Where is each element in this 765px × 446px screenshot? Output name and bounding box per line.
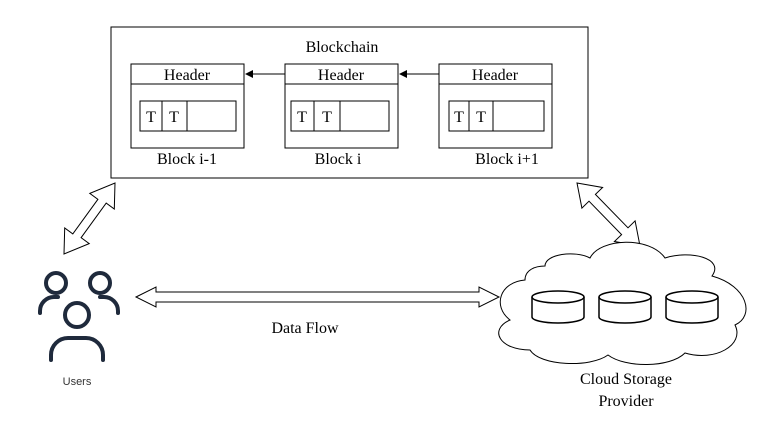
users-label: Users <box>63 376 92 388</box>
cloud-blockchain-arrow <box>576 182 641 247</box>
users-blockchain-arrow <box>63 182 116 255</box>
cloud-label-line1: Cloud Storage <box>580 371 672 388</box>
storage-disk-icon <box>531 290 585 324</box>
transaction: T <box>476 109 486 126</box>
blockchain-title: Blockchain <box>306 39 379 56</box>
block-i-minus-1: Header T T Block i-1 <box>130 63 245 168</box>
block-header: Header <box>164 67 211 84</box>
cloud-label-line2: Provider <box>598 393 654 410</box>
block-header: Header <box>318 67 365 84</box>
block-label: Block i <box>315 151 362 168</box>
block-i: Header T T Block i <box>284 63 399 168</box>
block-label: Block i+1 <box>475 151 539 168</box>
transaction: T <box>169 109 179 126</box>
transaction: T <box>146 109 156 126</box>
users-icon <box>38 271 120 362</box>
transaction: T <box>297 109 307 126</box>
transaction: T <box>322 109 332 126</box>
block-label: Block i-1 <box>157 151 217 168</box>
data-flow-label: Data Flow <box>271 320 339 337</box>
block-header: Header <box>472 67 519 84</box>
storage-disk-icon <box>598 290 652 324</box>
block-i-plus-1: Header T T Block i+1 <box>438 63 553 168</box>
transaction: T <box>454 109 464 126</box>
data-flow-arrow <box>134 286 501 308</box>
storage-disk-icon <box>665 290 719 324</box>
